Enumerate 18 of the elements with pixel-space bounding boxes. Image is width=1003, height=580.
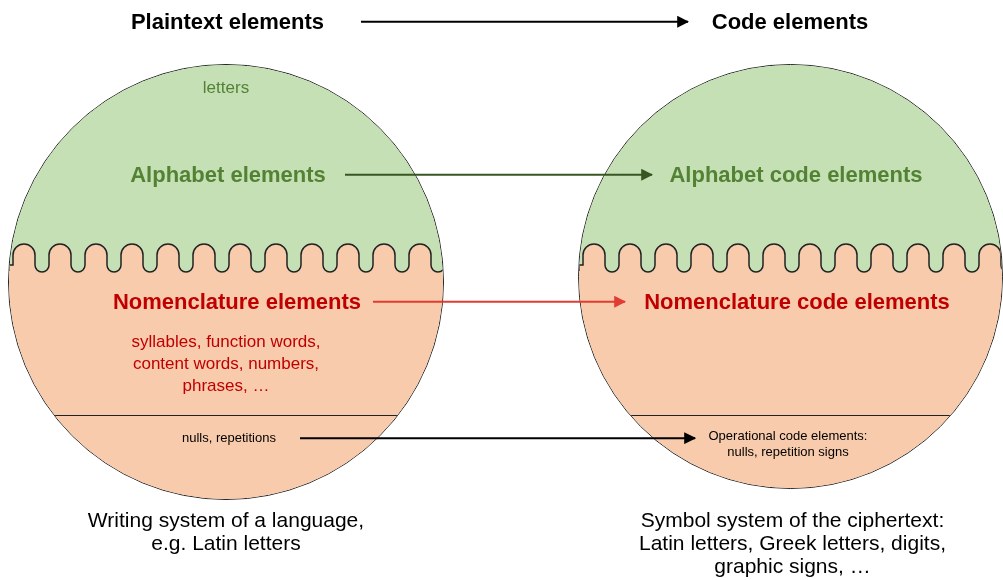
- circle: [578, 64, 1003, 489]
- element-label: Operational code elements: nulls, repetition signs: [697, 428, 879, 461]
- element-list: syllables, function words, content words, numbers, phrases, …: [111, 331, 341, 398]
- element-label: Alphabet code elements: [654, 161, 938, 189]
- element-label: Nomenclature code elements: [627, 288, 967, 316]
- heading: Code elements: [690, 8, 890, 36]
- node-label: Symbol system of the ciphertext: Latin letters, Greek letters, digits, graphic signs, …: [638, 508, 947, 577]
- node-label: Writing system of a language, e.g. Latin letters: [86, 508, 366, 554]
- arrow: [299, 432, 697, 445]
- heading: Plaintext elements: [100, 8, 355, 36]
- element-label: Nomenclature elements: [107, 288, 367, 316]
- element-label: Alphabet elements: [117, 161, 339, 189]
- element-label: nulls, repetitions: [164, 430, 294, 447]
- circle: [8, 64, 444, 500]
- arrow: [372, 295, 627, 308]
- arrow: [360, 15, 690, 28]
- arrow: [344, 168, 654, 181]
- element-list: letters: [9, 77, 443, 100]
